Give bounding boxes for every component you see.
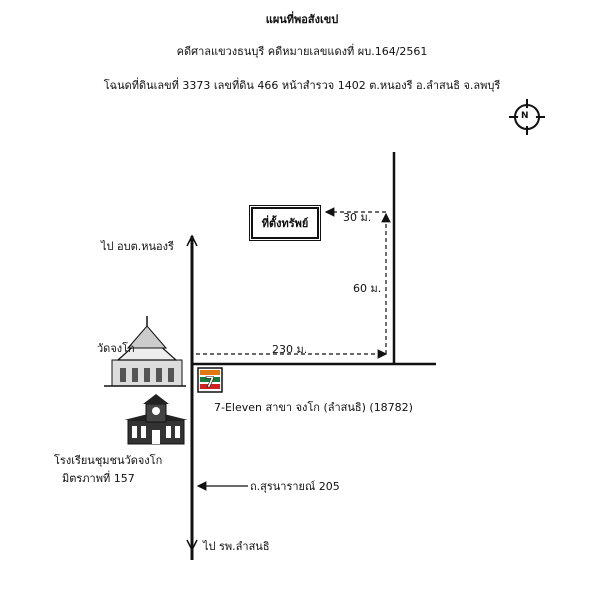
school-label-line1: โรงเรียนชุมชนวัดจงโก (54, 454, 163, 467)
distance-30m-label: 30 ม. (343, 211, 372, 224)
case-number: คดีศาลแขวงธนบุรี คดีหมายเลขแดงที่ ผบ.164… (176, 45, 428, 58)
temple-icon (104, 316, 186, 387)
road-name-label: ถ.สุรนารายณ์ 205 (250, 480, 340, 493)
seven-eleven-logo-icon: 7 (197, 367, 223, 393)
to-north-label: ไป อบต.หนองรี (101, 240, 174, 253)
map-title: แผนที่พอสังเขป (265, 13, 339, 26)
arrow-south-icon (186, 539, 198, 552)
property-location-box: ที่ตั้งทรัพย์ (251, 207, 319, 239)
distance-60m-label: 60 ม. (353, 282, 382, 295)
seven-eleven-label: 7-Eleven สาขา จงโก (ลำสนธิ) (18782) (214, 401, 413, 414)
north-compass-icon (509, 99, 545, 135)
to-south-label: ไป รพ.ลำสนธิ (203, 540, 270, 553)
temple-label: วัดจงโก (97, 342, 135, 355)
school-label-line2: มิตรภาพที่ 157 (62, 472, 135, 485)
distance-230m-label: 230 ม. (272, 343, 308, 356)
school-building-icon (124, 394, 188, 445)
compass-label: N (521, 111, 529, 121)
arrow-north-icon (186, 234, 198, 247)
svg-text:7: 7 (205, 375, 215, 391)
deed-details: โฉนดที่ดินเลขที่ 3373 เลขที่ดิน 466 หน้า… (103, 79, 501, 92)
